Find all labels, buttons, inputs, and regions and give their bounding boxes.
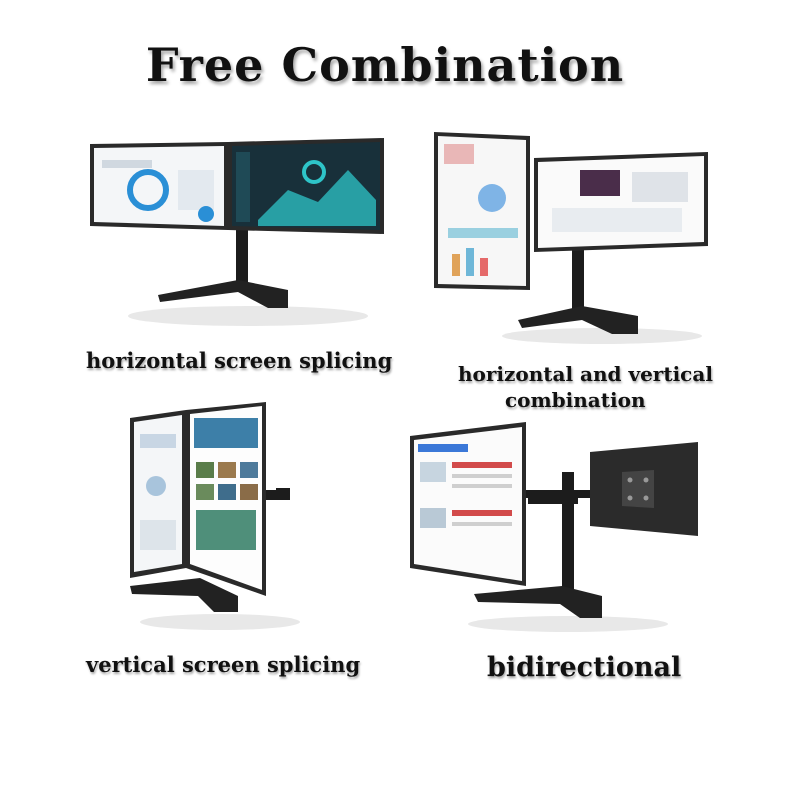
caption-horizontal-vertical-line1: horizontal and vertical xyxy=(458,362,713,386)
caption-bidirectional: bidirectional xyxy=(487,652,682,683)
caption-horizontal-vertical-line2: combination xyxy=(505,388,646,412)
caption-vertical-splicing: vertical screen splicing xyxy=(86,652,361,677)
horizontal-splicing-image xyxy=(88,130,398,330)
bidirectional-image xyxy=(408,418,708,636)
caption-horizontal-splicing: horizontal screen splicing xyxy=(86,348,393,373)
horizontal-vertical-image xyxy=(432,128,722,348)
page-title: Free Combination xyxy=(145,38,625,92)
vertical-splicing-image xyxy=(120,400,320,635)
